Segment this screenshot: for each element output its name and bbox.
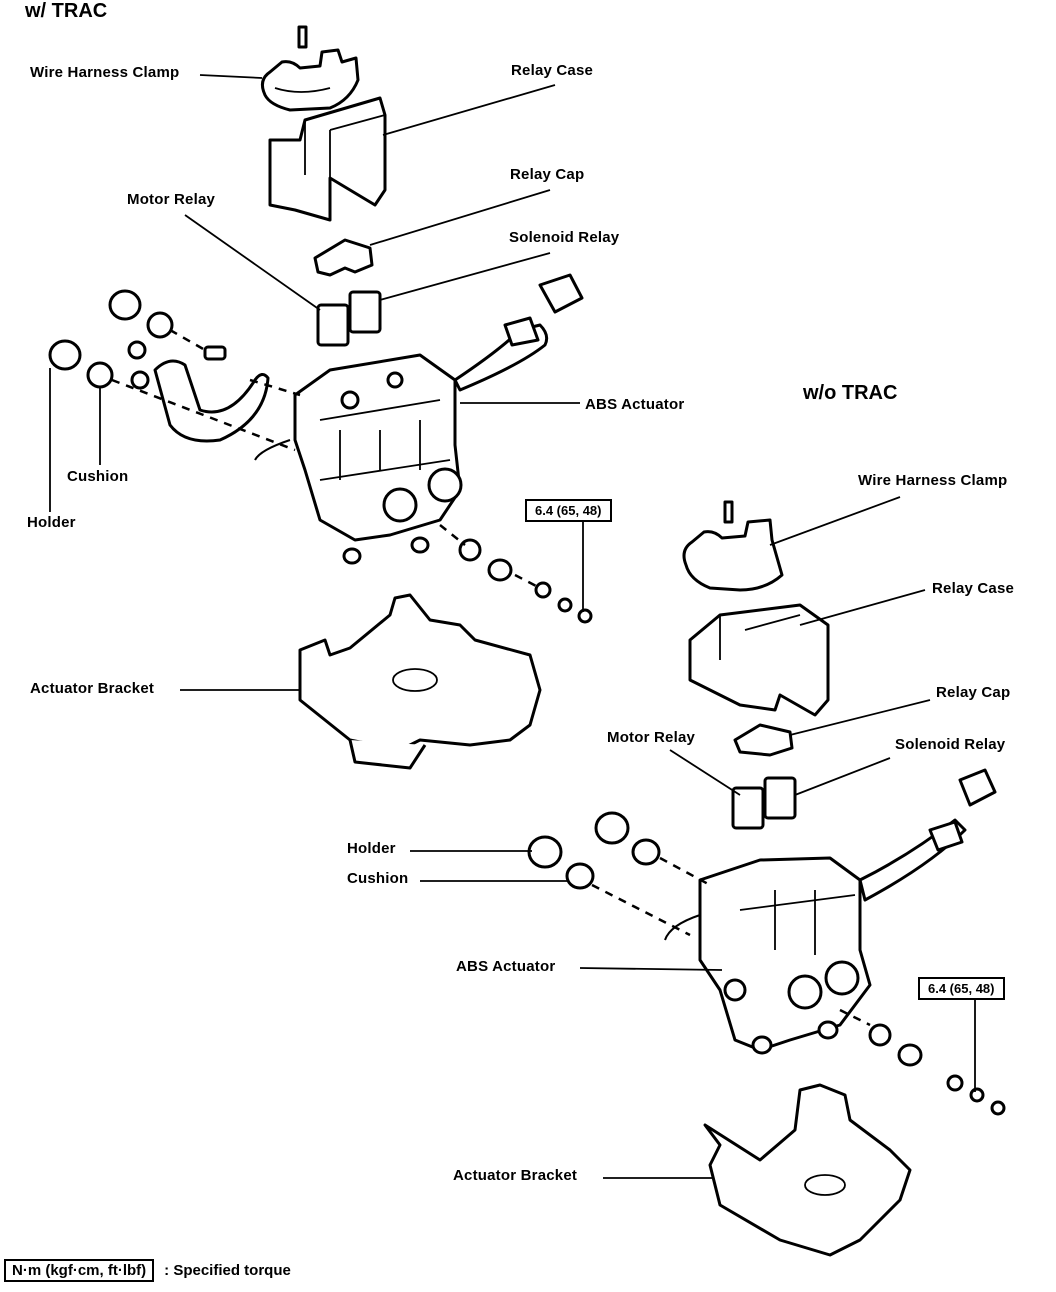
abs-actuator-trac: [254, 273, 584, 542]
label-wire-harness-clamp: Wire Harness Clamp: [30, 64, 180, 81]
label-cushion: Cushion: [67, 468, 129, 485]
wire-harness-clamp-no-trac: [682, 500, 784, 592]
motor-relay-trac: [316, 290, 382, 347]
torque-legend-description: : Specified torque: [164, 1262, 291, 1279]
holders-cushions-trac: [48, 289, 301, 452]
label-motor-relay-no-trac: Motor Relay: [607, 729, 696, 746]
label-abs-actuator: ABS Actuator: [585, 396, 685, 413]
section-title-without-trac: w/o TRAC: [803, 382, 898, 404]
label-solenoid-relay: Solenoid Relay: [509, 229, 620, 246]
torque-legend: N·m (kgf·cm, ft·lbf) : Specified torque: [4, 1259, 291, 1282]
leader-lines-trac: [49, 74, 584, 691]
label-relay-case-no-trac: Relay Case: [932, 580, 1015, 597]
label-actuator-bracket-no-trac: Actuator Bracket: [453, 1167, 578, 1184]
label-abs-actuator-no-trac: ABS Actuator: [456, 958, 556, 975]
torque-parts-no-trac: [751, 1008, 1006, 1116]
leader-lines-no-trac: [410, 496, 976, 1179]
relay-cap-trac: [313, 238, 374, 277]
label-motor-relay: Motor Relay: [127, 191, 216, 208]
motor-relay-no-trac: [731, 776, 797, 830]
label-actuator-bracket: Actuator Bracket: [30, 680, 155, 697]
label-solenoid-relay-no-trac: Solenoid Relay: [895, 736, 1006, 753]
torque-spec-without-trac: 6.4 (65, 48): [918, 977, 1005, 1000]
relay-case-no-trac: [688, 603, 830, 717]
abs-actuator-no-trac: [664, 768, 997, 1052]
torque-spec-with-trac: 6.4 (65, 48): [525, 499, 612, 522]
actuator-bracket-trac: [298, 593, 542, 770]
wire-harness-clamp-trac: [260, 25, 360, 112]
torque-parts-trac: [342, 524, 593, 624]
label-relay-cap-no-trac: Relay Cap: [936, 684, 1011, 701]
label-holder: Holder: [27, 514, 76, 531]
label-holder-no-trac: Holder: [347, 840, 396, 857]
label-cushion-no-trac: Cushion: [347, 870, 409, 887]
label-relay-cap: Relay Cap: [510, 166, 585, 183]
label-relay-case: Relay Case: [511, 62, 594, 79]
section-title-with-trac: w/ TRAC: [25, 0, 108, 22]
relay-case-trac: [268, 96, 387, 222]
holders-cushions-no-trac: [527, 811, 711, 937]
actuator-bracket-no-trac: [703, 1083, 912, 1257]
torque-unit-box: N·m (kgf·cm, ft·lbf): [4, 1259, 155, 1282]
label-wire-harness-clamp-no-trac: Wire Harness Clamp: [858, 472, 1008, 489]
relay-cap-no-trac: [733, 723, 794, 757]
